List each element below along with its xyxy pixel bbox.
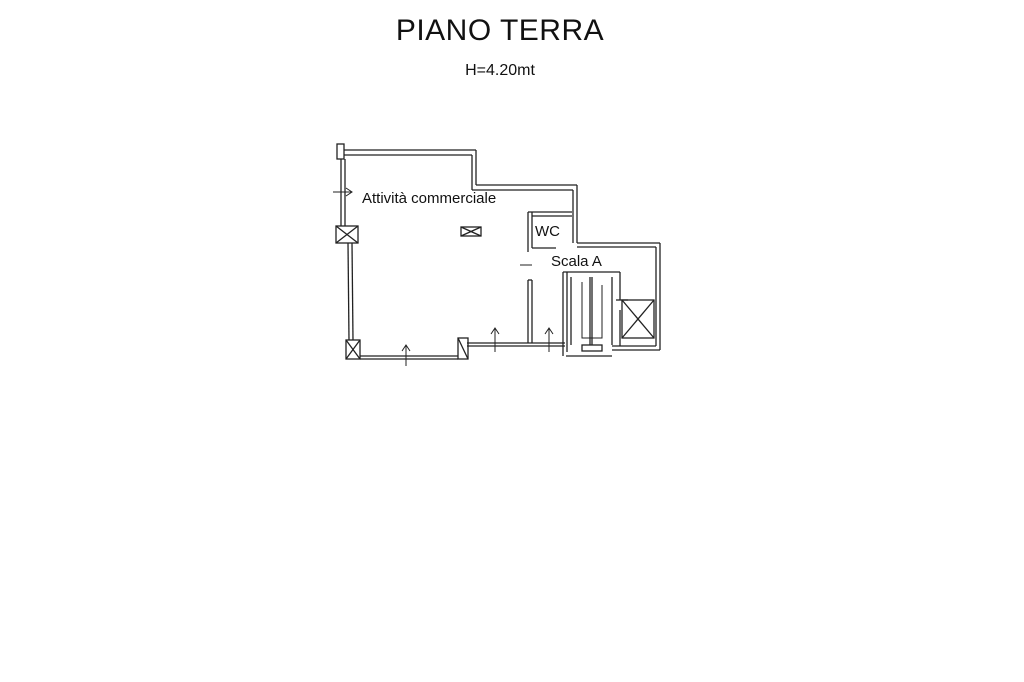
room-label-commercial: Attività commerciale <box>362 190 496 207</box>
plan-title: PIANO TERRA <box>395 14 605 47</box>
staircase <box>562 271 628 356</box>
outer-wall <box>336 143 661 360</box>
elevator-shaft <box>621 299 655 339</box>
window-marks <box>335 225 482 360</box>
wc-walls <box>527 211 572 343</box>
ceiling-height-label: H=4.20mt <box>465 62 535 79</box>
entrance-arrows <box>333 187 554 366</box>
room-label-stair: Scala A <box>551 253 602 270</box>
room-label-wc: WC <box>535 223 560 240</box>
